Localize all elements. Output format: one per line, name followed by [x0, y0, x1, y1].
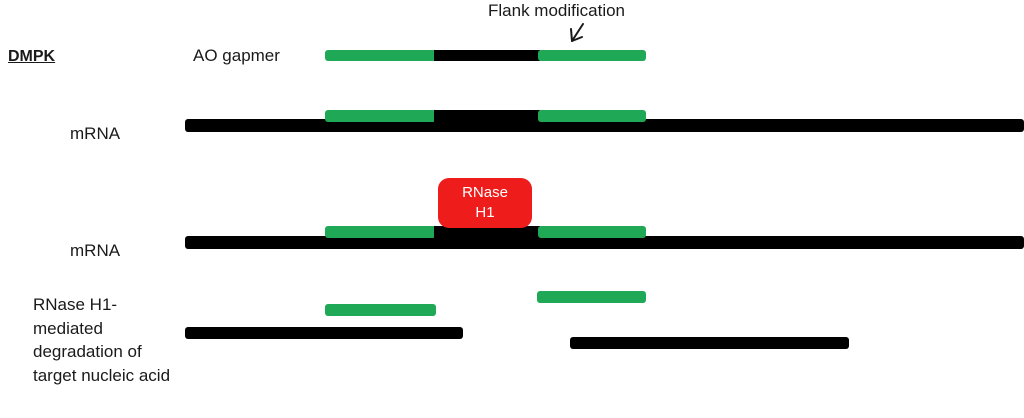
- mrna-fragment-right: [570, 337, 849, 349]
- mrna-label-hybrid: mRNA: [70, 124, 121, 143]
- degradation-label: RNase H1-mediated degradation of target …: [33, 295, 171, 385]
- hybrid-right-flank: [538, 110, 646, 122]
- gapmer-right-flank: [538, 50, 646, 61]
- enzyme-label-line2: H1: [475, 204, 495, 221]
- arrow-down-left-icon: [570, 23, 584, 42]
- cleavage-gap-segment: [434, 226, 540, 238]
- gapmer-left-flank: [325, 50, 436, 61]
- hybrid-left-flank: [325, 110, 436, 122]
- degraded-right-flank: [537, 291, 646, 303]
- mrna-strand-2: [185, 236, 1024, 249]
- degraded-left-flank: [325, 304, 436, 316]
- cleavage-left-flank: [325, 226, 436, 238]
- mrna-label-cleavage: mRNA: [70, 241, 121, 260]
- hybrid-gap-segment: [434, 110, 540, 122]
- gapmer-label: AO gapmer: [193, 46, 280, 65]
- gene-label: DMPK: [8, 48, 56, 65]
- mrna-strand-1: [185, 119, 1024, 132]
- enzyme-label-line1: RNase: [462, 184, 508, 201]
- mrna-fragment-left: [185, 327, 463, 339]
- gapmer-gap-segment: [434, 50, 540, 61]
- cleavage-right-flank: [538, 226, 646, 238]
- flank-modification-label: Flank modification: [488, 1, 626, 20]
- rnase-h1-enzyme: RNase H1: [438, 178, 532, 228]
